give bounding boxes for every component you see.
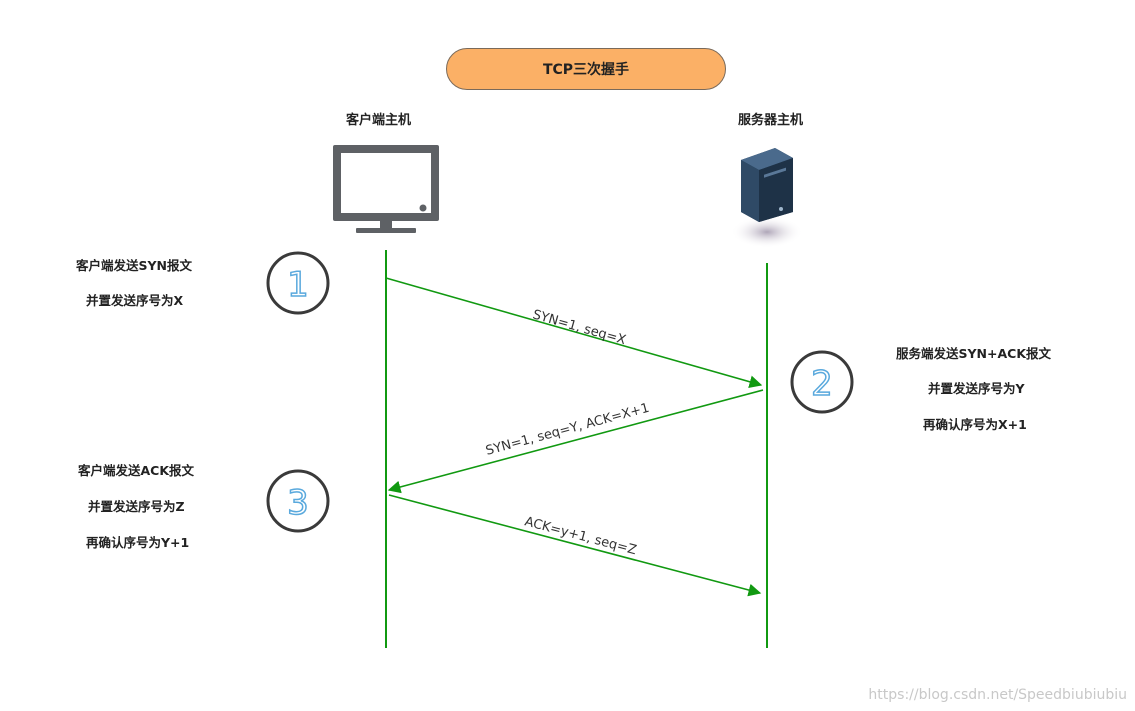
step1-note-line1: 客户端发送SYN报文	[76, 258, 193, 273]
step-3-number: 3	[287, 483, 309, 523]
diagram-title: TCP三次握手	[446, 48, 726, 90]
syn-label: SYN=1, seq=X	[531, 307, 628, 348]
ack-arrow	[388, 494, 762, 597]
step-1-number: 1	[287, 265, 309, 305]
step1-note-line2: 并置发送序号为X	[86, 293, 184, 308]
step-2-number: 2	[811, 364, 833, 404]
watermark: https://blog.csdn.net/Speedbiubiubiu	[868, 687, 1127, 703]
step-2-marker: 2	[790, 350, 854, 414]
step3-note-line3: 再确认序号为Y+1	[86, 535, 190, 550]
syn-ack-label: SYN=1, seq=Y, ACK=X+1	[484, 401, 651, 459]
step3-note-line2: 并置发送序号为Z	[88, 499, 185, 514]
server-icon	[731, 148, 803, 248]
server-host-label: 服务器主机	[738, 113, 804, 128]
step-1-marker: 1	[266, 251, 330, 315]
step2-note-line3: 再确认序号为X+1	[923, 417, 1027, 432]
step2-note-line1: 服务端发送SYN+ACK报文	[896, 346, 1052, 361]
step3-note-line1: 客户端发送ACK报文	[78, 463, 195, 478]
step2-note-line2: 并置发送序号为Y	[928, 381, 1025, 396]
ack-label: ACK=y+1, seq=Z	[523, 514, 638, 558]
title-text: TCP三次握手	[542, 62, 630, 78]
syn-ack-arrow	[387, 389, 764, 494]
step-3-marker: 3	[266, 469, 330, 533]
client-host-label: 客户端主机	[346, 113, 412, 128]
monitor-icon	[333, 145, 439, 233]
syn-arrow	[385, 277, 763, 388]
